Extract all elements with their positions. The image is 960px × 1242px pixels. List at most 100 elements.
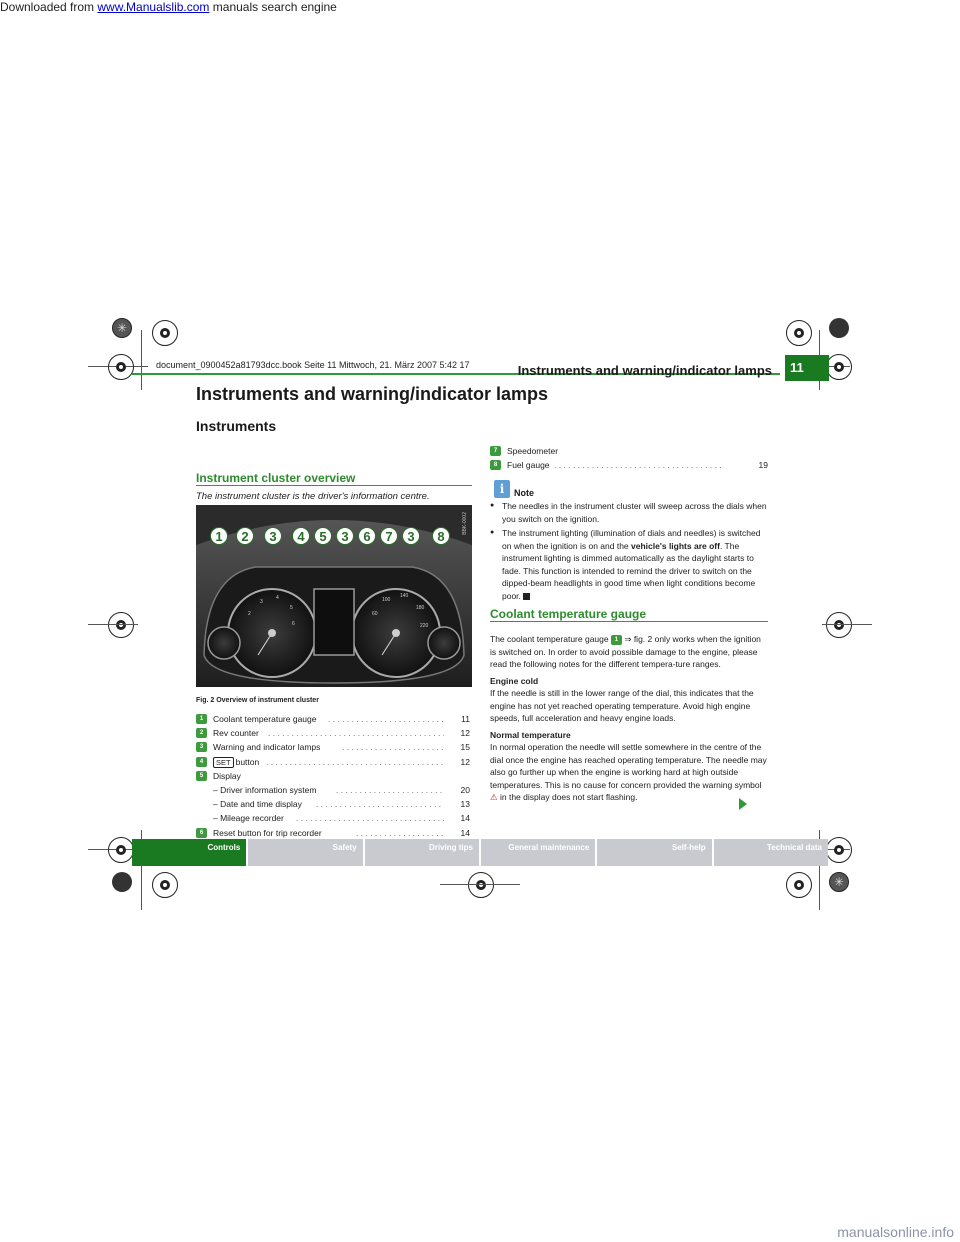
callout-3: 3 bbox=[264, 527, 282, 545]
item-number-badge: 6 bbox=[196, 827, 207, 838]
list-item: 7 Speedometer bbox=[490, 444, 768, 458]
tab-safety[interactable]: Safety bbox=[248, 839, 363, 866]
normal-temp-text: In normal operation the needle will sett… bbox=[490, 742, 767, 802]
crop-mark bbox=[440, 884, 520, 885]
subsection-title-coolant: Coolant temperature gauge bbox=[490, 607, 647, 621]
item-number-badge: 1 bbox=[610, 634, 622, 645]
crop-mark bbox=[819, 830, 820, 910]
svg-text:6: 6 bbox=[292, 621, 295, 627]
svg-text:180: 180 bbox=[416, 605, 425, 611]
figure-caption: Fig. 2 Overview of instrument cluster bbox=[196, 697, 319, 704]
manualslib-link[interactable]: www.Manualslib.com bbox=[97, 0, 210, 14]
svg-text:140: 140 bbox=[400, 593, 409, 599]
item-number-badge: 7 bbox=[490, 446, 501, 456]
registration-mark-icon bbox=[108, 837, 134, 863]
svg-text:3: 3 bbox=[260, 599, 263, 605]
list-item: – Driver information system . . . . . . … bbox=[196, 783, 470, 797]
svg-text:5: 5 bbox=[290, 605, 293, 611]
callout-6: 6 bbox=[358, 527, 376, 545]
note-body: The needles in the instrument cluster wi… bbox=[490, 500, 768, 602]
coolant-warning-icon: ⚠ bbox=[490, 792, 498, 802]
subsection-title-cluster: Instrument cluster overview bbox=[196, 471, 356, 485]
section-title: Instruments bbox=[196, 418, 277, 434]
tab-controls[interactable]: Controls bbox=[132, 839, 247, 866]
registration-mark-icon bbox=[786, 320, 812, 346]
note-title: Note bbox=[514, 488, 534, 498]
chapter-title: Instruments and warning/indicator lamps bbox=[196, 384, 549, 404]
note-bullet: The instrument lighting (illumination of… bbox=[490, 527, 768, 602]
leader-dots: . . . . . . . . . . . . . . . . . . . . … bbox=[268, 728, 444, 739]
leader-dots: . . . . . . . . . . . . . . . . . . . . … bbox=[336, 784, 444, 795]
registration-mark-icon bbox=[152, 872, 178, 898]
item-label: – Date and time display bbox=[213, 799, 302, 810]
item-label: Rev counter bbox=[213, 728, 259, 739]
item-page-ref: 12 bbox=[460, 756, 470, 767]
coolant-intro: The coolant temperature gauge 1 ⇒ fig. 2… bbox=[490, 634, 761, 669]
list-item: – Date and time display . . . . . . . . … bbox=[196, 797, 470, 811]
svg-text:2: 2 bbox=[248, 611, 251, 617]
download-banner: Downloaded from www.Manualslib.com manua… bbox=[0, 0, 337, 14]
item-number-badge: 4 bbox=[196, 756, 207, 767]
header-rule bbox=[132, 373, 780, 375]
component-list: 1 Coolant temperature gauge . . . . . . … bbox=[196, 712, 470, 840]
leader-dots: . . . . . . . . . . . . . . . . . . . . … bbox=[296, 813, 444, 824]
section-tabs: Controls Safety Driving tips General mai… bbox=[132, 839, 828, 866]
coolant-body: The coolant temperature gauge 1 ⇒ fig. 2… bbox=[490, 633, 768, 804]
leader-dots: . . . . . . . . . . . . . . . . . . . . … bbox=[266, 756, 444, 767]
registration-dot-icon bbox=[112, 872, 132, 892]
leader-dots: . . . . . . . . . . . . . . . . . . . . … bbox=[356, 827, 444, 838]
callout-1: 1 bbox=[210, 527, 228, 545]
registration-mark-icon bbox=[108, 612, 134, 638]
list-item: 5 Display bbox=[196, 769, 470, 783]
engine-cold-text: If the needle is still in the lower rang… bbox=[490, 688, 754, 723]
item-number-badge: 3 bbox=[196, 742, 207, 753]
tab-general-maintenance[interactable]: General maintenance bbox=[480, 839, 596, 866]
file-info: document_0900452a81793dcc.book Seite 11 … bbox=[156, 360, 470, 370]
item-page-ref: 14 bbox=[460, 827, 470, 838]
end-of-section-icon bbox=[522, 592, 530, 600]
registration-mark-icon bbox=[826, 354, 852, 380]
callout-3b: 3 bbox=[336, 527, 354, 545]
crop-mark bbox=[88, 624, 138, 625]
crop-mark bbox=[141, 330, 142, 390]
item-number-badge: 8 bbox=[490, 460, 501, 471]
callout-5: 5 bbox=[314, 527, 332, 545]
subsection-rule bbox=[196, 485, 472, 486]
registration-star-icon bbox=[112, 318, 132, 338]
list-item: 3 Warning and indicator lamps . . . . . … bbox=[196, 740, 470, 754]
item-page-ref: 19 bbox=[758, 460, 768, 471]
item-label: Speedometer bbox=[507, 446, 559, 456]
svg-text:4: 4 bbox=[276, 595, 279, 601]
crop-mark bbox=[141, 830, 142, 910]
subsection-rule bbox=[490, 621, 768, 622]
item-label: Warning and indicator lamps bbox=[213, 742, 321, 753]
registration-mark-icon bbox=[826, 837, 852, 863]
callout-2: 2 bbox=[236, 527, 254, 545]
item-label: – Driver information system bbox=[213, 784, 317, 795]
leader-dots: . . . . . . . . . . . . . . . . . . . . … bbox=[316, 799, 444, 810]
svg-text:100: 100 bbox=[382, 597, 391, 603]
registration-dot-icon bbox=[829, 318, 849, 338]
tab-driving-tips[interactable]: Driving tips bbox=[364, 839, 479, 866]
note-bullet: The needles in the instrument cluster wi… bbox=[490, 500, 768, 525]
item-page-ref: 13 bbox=[460, 799, 470, 810]
list-item: 6 Reset button for trip recorder . . . .… bbox=[196, 826, 470, 840]
item-page-ref: 20 bbox=[460, 784, 470, 795]
tab-self-help[interactable]: Self-help bbox=[597, 839, 712, 866]
item-number-badge: 1 bbox=[196, 714, 207, 724]
item-number-badge: 2 bbox=[196, 728, 207, 739]
tab-technical-data[interactable]: Technical data bbox=[713, 839, 828, 866]
item-label: Display bbox=[213, 770, 241, 781]
leader-dots: . . . . . . . . . . . . . . . . . . . . … bbox=[554, 460, 722, 471]
crop-mark bbox=[822, 624, 872, 625]
figure-code: BBK-0002 bbox=[462, 512, 468, 535]
registration-mark-icon bbox=[826, 612, 852, 638]
list-item: – Mileage recorder . . . . . . . . . . .… bbox=[196, 811, 470, 825]
list-item: 2 Rev counter . . . . . . . . . . . . . … bbox=[196, 726, 470, 740]
engine-cold-heading: Engine cold bbox=[490, 675, 539, 686]
info-note-icon: i bbox=[494, 480, 510, 498]
leader-dots: . . . . . . . . . . . . . . . . . . . . … bbox=[328, 714, 444, 724]
